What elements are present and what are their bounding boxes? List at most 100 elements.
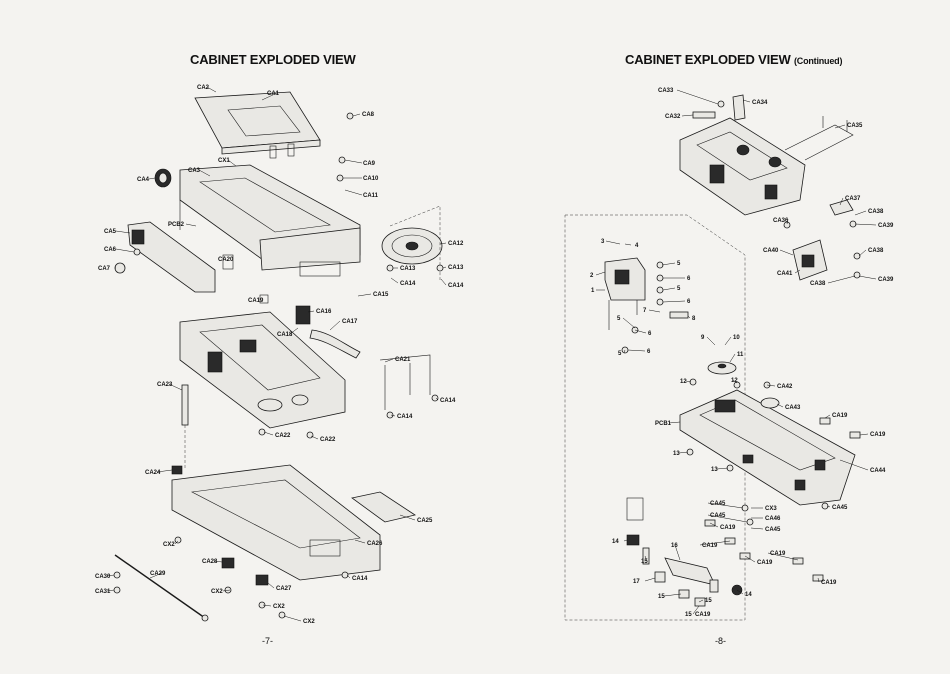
label-11: 11: [737, 352, 744, 358]
sub-mechanism-part: [604, 257, 646, 330]
label-ca18: CA18: [277, 332, 293, 338]
switch-block-part: [792, 239, 828, 281]
label-ca15: CA15: [373, 292, 389, 298]
label-ca21: CA21: [395, 357, 411, 363]
label-3: 3: [601, 239, 605, 245]
screw-part: [133, 248, 141, 256]
label-ca22-b: CA22: [320, 437, 336, 443]
label-ca10: CA10: [363, 176, 379, 182]
support-bracket-part: [379, 354, 431, 395]
label-ca14-a: CA14: [400, 281, 416, 287]
label-cx2-a: CX2: [163, 542, 175, 548]
label-ca19-g: CA19: [821, 580, 837, 586]
label-15b: 15: [658, 594, 665, 600]
label-ca45-c: CA45: [765, 527, 781, 533]
right-page-number: -8-: [715, 636, 726, 646]
label-ca36: CA36: [773, 218, 789, 224]
label-ca30: CA30: [95, 574, 111, 580]
label-6c: 6: [648, 331, 652, 337]
label-ca16: CA16: [316, 309, 332, 315]
label-ca27: CA27: [276, 586, 292, 592]
label-ca39-a: CA39: [878, 223, 894, 229]
label-ca1: CA1: [267, 91, 280, 97]
left-page: CABINET EXPLODED VIEW: [95, 52, 464, 646]
label-ca13-a: CA13: [400, 266, 416, 272]
label-ca40: CA40: [763, 248, 779, 254]
speaker-part: [381, 227, 443, 265]
label-ca31: CA31: [95, 589, 111, 595]
label-cx2-c: CX2: [273, 604, 285, 610]
label-ca38-a: CA38: [868, 209, 884, 215]
label-ca3: CA3: [188, 168, 201, 174]
label-ca25: CA25: [417, 518, 433, 524]
label-6d: 6: [647, 349, 651, 355]
label-ca7: CA7: [98, 266, 111, 272]
bracket-part: [295, 305, 311, 325]
right-exploded-diagram: CA33 CA34 CA32 CA35 CA37 CA38 CA36 CA39 …: [564, 88, 894, 621]
bottom-cabinet-part: [171, 464, 381, 581]
bracket-ca37: [829, 199, 854, 216]
button-part: [114, 262, 126, 274]
label-pcb1: PCB1: [655, 421, 672, 427]
label-13a: 13: [673, 451, 680, 457]
flex-cable-part: [784, 116, 854, 161]
label-ca39-b: CA39: [878, 277, 894, 283]
label-14a: 14: [612, 539, 619, 545]
label-ca32: CA32: [665, 114, 681, 120]
label-ca9: CA9: [363, 161, 376, 167]
label-5b: 5: [677, 286, 681, 292]
label-ca26: CA26: [367, 541, 383, 547]
label-ca45-b: CA45: [710, 513, 726, 519]
label-5a: 5: [677, 261, 681, 267]
right-page: CABINET EXPLODED VIEW (Continued): [475, 0, 950, 674]
label-ca34: CA34: [752, 100, 768, 106]
antenna-part: [114, 554, 206, 619]
top-cover-part: [194, 91, 321, 159]
label-ca45-a: CA45: [710, 501, 726, 507]
clip-part: [171, 465, 183, 475]
label-ca29: CA29: [150, 571, 166, 577]
label-ca12: CA12: [448, 241, 464, 247]
label-ca17: CA17: [342, 319, 358, 325]
side-slider-part: [127, 221, 216, 293]
label-ca38-b: CA38: [868, 248, 884, 254]
label-ca6: CA6: [104, 247, 117, 253]
label-ca14-c: CA14: [440, 398, 456, 404]
part-14a: [626, 534, 640, 546]
tape-mechanism-part: [679, 117, 806, 216]
label-15a: 15: [641, 559, 648, 565]
left-exploded-diagram: CA2 CA1 CA8 CX1 CA9 CA3 CA10 CA4 CA11 PC…: [95, 85, 464, 625]
label-5d: 5: [618, 351, 622, 357]
label-ca35: CA35: [847, 123, 863, 129]
speaker-guide-line: [389, 205, 441, 280]
knob-part: [154, 168, 172, 188]
label-ca14-b: CA14: [448, 283, 464, 289]
label-ca44: CA44: [870, 468, 886, 474]
label-8: 8: [692, 316, 696, 322]
pcb-board-part: [679, 389, 856, 506]
label-cx3: CX3: [765, 506, 777, 512]
label-15d: 15: [685, 612, 692, 618]
label-ca42: CA42: [777, 384, 793, 390]
label-ca14-d: CA14: [397, 414, 413, 420]
right-title-main: CABINET EXPLODED VIEW: [625, 52, 791, 67]
label-ca8: CA8: [362, 112, 375, 118]
label-5c: 5: [617, 316, 621, 322]
label-ca19-b: CA19: [870, 432, 886, 438]
detail-frame: [564, 214, 746, 621]
cable-part: [309, 329, 361, 359]
label-ca5: CA5: [104, 229, 117, 235]
strip-part: [692, 111, 716, 119]
label-ca14-e: CA14: [352, 576, 368, 582]
label-17: 17: [633, 579, 640, 585]
label-12a: 12: [680, 379, 687, 385]
capacitor-part: [760, 397, 780, 409]
part-16: [664, 557, 716, 586]
label-ca37: CA37: [845, 196, 861, 202]
label-ca22-a: CA22: [275, 433, 291, 439]
label-15c: 15: [705, 598, 712, 604]
switch-part: [221, 557, 235, 569]
label-cx2-d: CX2: [303, 619, 315, 625]
label-ca19-h: CA19: [695, 612, 711, 618]
label-cx1: CX1: [218, 158, 230, 164]
